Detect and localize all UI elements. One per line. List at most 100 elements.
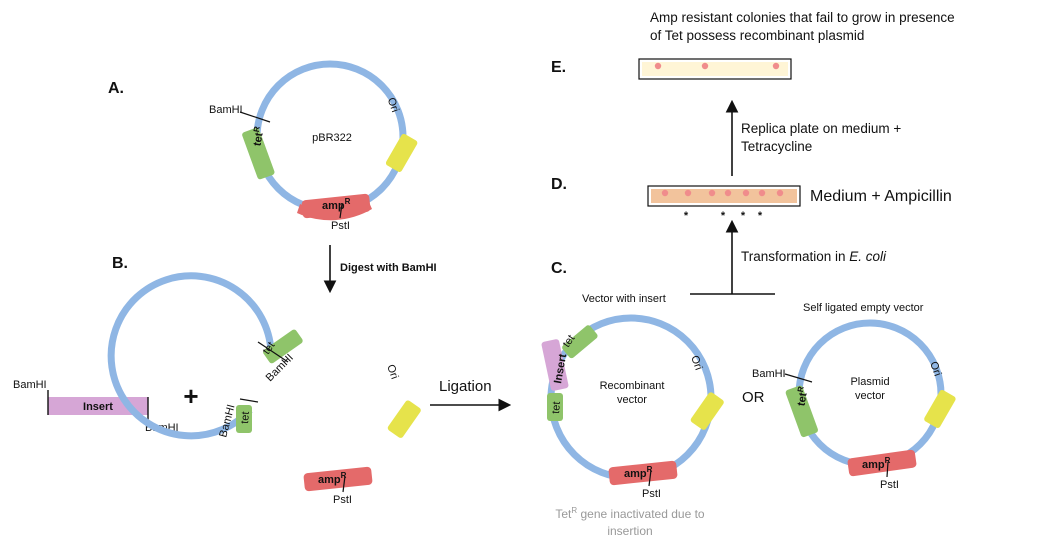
recombinant-caption: Vector with insert xyxy=(582,293,666,305)
colony xyxy=(724,189,732,197)
colony xyxy=(772,62,780,70)
empty-bamhi-label: BamHI xyxy=(752,368,786,380)
amp-label: amp xyxy=(322,200,345,212)
result-note-line2: of Tet possess recombinant plasmid xyxy=(650,28,864,43)
colony xyxy=(758,189,766,197)
empty-tet-label: tet xyxy=(795,391,809,407)
empty-vector-caption: Self ligated empty vector xyxy=(803,302,924,314)
empty-name-line1: Plasmid xyxy=(850,376,889,388)
tet-note-pre: Tet xyxy=(555,507,572,521)
step-label-d: D. xyxy=(551,176,567,193)
colony xyxy=(708,189,716,197)
recombinant-insert-label: Insert xyxy=(552,353,569,385)
result-note-line1: Amp resistant colonies that fail to grow… xyxy=(650,10,955,25)
empty-amp-segment xyxy=(847,449,917,477)
ampicillin-medium xyxy=(651,189,797,203)
tetracycline-medium xyxy=(642,62,788,76)
recombinant-tet-top-label: tet xyxy=(561,333,578,350)
recombinant-tet-bottom-label: tet xyxy=(550,401,563,414)
transformation-label: Transformation in xyxy=(741,249,849,264)
tet-fragment-top xyxy=(263,329,303,364)
tet-fragment-left-label: tet xyxy=(239,411,252,424)
svg-text:tetR: tetR xyxy=(249,125,266,147)
tet-fragment-left xyxy=(236,405,252,433)
amp-superscript: R xyxy=(345,197,351,206)
ligation-label: Ligation xyxy=(439,378,492,395)
plate-tetracycline xyxy=(638,58,792,80)
cut-amp-segment xyxy=(303,466,373,492)
tet-label: tet xyxy=(251,131,265,147)
recombinant-psti-label: PstI xyxy=(642,488,661,500)
colony xyxy=(701,62,709,70)
step-label-b: B. xyxy=(112,255,128,272)
marker-asterisk: * xyxy=(684,210,689,222)
empty-psti-label: PstI xyxy=(880,479,899,491)
marker-asterisk: * xyxy=(741,210,746,222)
bamhi-site-label: BamHI xyxy=(209,104,243,116)
svg-text:TetR gene inactivated due to: TetR gene inactivated due to xyxy=(555,506,705,521)
svg-text:ampR: ampR xyxy=(318,471,347,486)
empty-vector: tetR Ori ampR PstI BamHI Plasmid vector … xyxy=(752,302,956,491)
transformation-organism: E. coli xyxy=(849,249,887,264)
cut-plasmid-ring xyxy=(107,272,275,440)
cut-amp-superscript: R xyxy=(341,471,347,480)
empty-ori-segment xyxy=(924,389,956,428)
recombinant-vector: tet Insert tet Ori ampR PstI Recombinant… xyxy=(541,293,724,538)
recombinant-tet-top xyxy=(562,325,598,359)
step-label-e: E. xyxy=(551,59,566,76)
plasmid-name: pBR322 xyxy=(312,132,352,144)
psti-label: PstI xyxy=(331,220,350,232)
insert-bamhi-left: BamHI xyxy=(13,379,47,391)
empty-amp-superscript: R xyxy=(885,456,891,465)
ampicillin-colonies xyxy=(661,189,784,197)
insert-label: Insert xyxy=(83,401,113,413)
empty-name-line2: vector xyxy=(855,390,885,402)
svg-text:ampR: ampR xyxy=(862,456,891,471)
plasmid-pbr322: tetR Ori ampR PstI pBR322 BamHI xyxy=(209,60,418,232)
empty-amp-label: amp xyxy=(862,459,885,471)
recombinant-ori-segment xyxy=(690,392,724,430)
marker-asterisk: * xyxy=(721,210,726,222)
svg-text:tetR: tetR xyxy=(793,385,810,407)
colony xyxy=(684,189,692,197)
svg-text:ampR: ampR xyxy=(624,465,653,480)
plate-ampicillin-label: Medium + Ampicillin xyxy=(810,188,952,205)
tet-gene-segment xyxy=(242,127,275,180)
ori-label: Ori xyxy=(385,96,401,114)
recombinant-amp-label: amp xyxy=(624,468,647,480)
ori-segment xyxy=(385,133,418,172)
recombinant-name-line2: vector xyxy=(617,394,647,406)
tet-note-sup: R xyxy=(571,506,577,515)
tet-superscript: R xyxy=(252,125,262,132)
recombinant-amp-segment xyxy=(608,460,678,486)
cut-psti-label: PstI xyxy=(333,494,352,506)
cut-plasmid: tet BamHI tet BamHI Ori ampR PstI xyxy=(107,272,421,506)
colony xyxy=(776,189,784,197)
cut-ori-label: Ori xyxy=(384,363,400,381)
colony xyxy=(654,62,662,70)
tet-note-post: gene inactivated due to xyxy=(577,507,705,521)
recombinant-name-line1: Recombinant xyxy=(600,380,665,392)
step-label-a: A. xyxy=(108,80,124,97)
cut-ori-segment xyxy=(387,400,421,438)
recombinant-ori-label: Ori xyxy=(688,354,704,372)
or-label: OR xyxy=(742,389,765,406)
cut-amp-label: amp xyxy=(318,474,341,486)
step-label-c: C. xyxy=(551,260,567,277)
recombinant-amp-superscript: R xyxy=(647,465,653,474)
recombinant-tet-bottom xyxy=(547,393,563,421)
plus-sign: + xyxy=(183,381,198,411)
svg-text:ampR: ampR xyxy=(322,197,351,212)
empty-tet-superscript: R xyxy=(796,385,806,392)
tetracycline-colonies xyxy=(654,62,780,70)
empty-ori-label: Ori xyxy=(927,360,943,378)
marker-asterisk: * xyxy=(758,210,763,222)
recombinant-insert-segment xyxy=(541,339,569,391)
colony xyxy=(742,189,750,197)
replica-label-line1: Replica plate on medium + xyxy=(741,121,901,136)
colony xyxy=(661,189,669,197)
svg-text:Transformation in E. coli: Transformation in E. coli xyxy=(741,249,887,264)
digest-label: Digest with BamHI xyxy=(340,262,437,274)
tet-note-line2: insertion xyxy=(607,524,652,538)
